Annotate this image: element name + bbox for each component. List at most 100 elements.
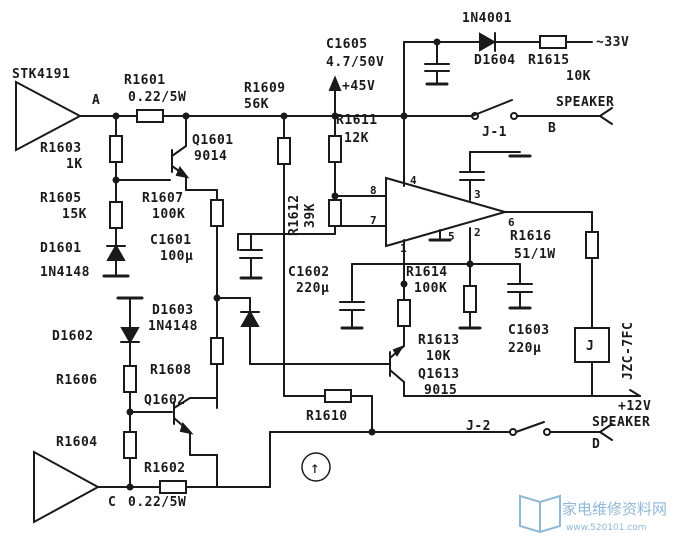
relay-contact-j2 [515, 421, 545, 433]
q1602-label: Q1602 [144, 393, 186, 408]
c1601-label: C1601 [150, 233, 192, 248]
ic-pin-1: 1 [400, 242, 407, 255]
r1607-value: 100K [152, 207, 185, 222]
r1614-value: 100K [414, 281, 447, 296]
r1609-value: 56K [244, 97, 269, 112]
c1603-label: C1603 [508, 323, 550, 338]
ic-pin-6: 6 [508, 216, 515, 229]
c1603-value: 220µ [508, 341, 541, 356]
stk4191-input-triangle-top [15, 80, 83, 152]
c1602-value: 220µ [296, 281, 329, 296]
r1615-resistor [539, 35, 567, 49]
r1616-value: 51/1W [514, 247, 556, 262]
r1613-resistor [397, 299, 411, 327]
r1603-value: 1K [66, 157, 83, 172]
supply-12v-label: +12V [618, 399, 651, 414]
ic-pin-3: 3 [474, 188, 481, 201]
d1604-type: 1N4001 [462, 11, 512, 26]
supply-33v-label: ~33V [596, 35, 629, 50]
node-a-label: A [92, 93, 100, 108]
r1601-resistor [136, 109, 164, 123]
r1607-label: R1607 [142, 191, 184, 206]
r1609-label: R1609 [244, 81, 286, 96]
r1608-label: R1608 [150, 363, 192, 378]
d1602-diode [120, 327, 140, 345]
watermark-cn: 家电维修资料网 [562, 500, 667, 518]
r1601-label: R1601 [124, 73, 166, 88]
r1616-label: R1616 [510, 229, 552, 244]
c1605-value: 4.7/50V [326, 55, 384, 70]
relay-contact-j1 [471, 99, 513, 117]
stk4191-input-triangle-bottom [33, 450, 101, 524]
supply-45v-label: +45V [342, 79, 375, 94]
ic-pin-4: 4 [410, 174, 417, 187]
relay-coil-label: J [586, 339, 594, 354]
r1605-value: 15K [62, 207, 87, 222]
circle-marker-glyph: ↑ [310, 458, 320, 477]
d1601-label: D1601 [40, 241, 82, 256]
d1603-label: D1603 [152, 303, 194, 318]
q1601-type: 9014 [194, 149, 227, 164]
r1606-label: R1606 [56, 373, 98, 388]
r1607-resistor [210, 199, 224, 227]
speaker1-label: SPEAKER [556, 95, 614, 110]
power-amp-ic [385, 176, 509, 248]
relay-j2-label: J-2 [466, 419, 491, 434]
r1602-label: R1602 [144, 461, 186, 476]
r1604-label: R1604 [56, 435, 98, 450]
d1601-diode [106, 243, 126, 261]
r1613-label: R1613 [418, 333, 460, 348]
q1613-type: 9015 [424, 383, 457, 398]
relay-model-label: JZC-7FC [621, 322, 636, 380]
r1612-resistor [277, 137, 291, 165]
r1605-resistor [109, 201, 123, 229]
r1611-resistor [328, 135, 342, 163]
r1603-label: R1603 [40, 141, 82, 156]
r1615-value: 10K [566, 69, 591, 84]
r1613-value: 10K [426, 349, 451, 364]
r1601-value: 0.22/5W [128, 90, 186, 105]
ic-pin-2: 2 [474, 226, 481, 239]
c1605-label: C1605 [326, 37, 368, 52]
d1604-label: D1604 [474, 53, 516, 68]
r1603-resistor [109, 135, 123, 163]
r1602-resistor [159, 480, 187, 494]
d1603-diode [240, 309, 260, 327]
speaker2-label: SPEAKER [592, 415, 650, 430]
r1614-label: R1614 [406, 265, 448, 280]
q1613-label: Q1613 [418, 367, 460, 382]
d1604-diode [479, 32, 497, 52]
node-c-label: C [108, 495, 116, 510]
r1614-resistor [463, 285, 477, 313]
watermark: 家电维修资料网 www.520101.com [519, 494, 667, 534]
stk4191-label: STK4191 [12, 67, 70, 82]
r1611-label: R1611 [336, 113, 378, 128]
reference-circle-marker [301, 452, 331, 482]
d1603-type: 1N4148 [148, 319, 198, 334]
r1615-label: R1615 [528, 53, 570, 68]
r1610-resistor [324, 389, 352, 403]
watermark-url: www.520101.com [566, 523, 647, 533]
c1601-value: 100µ [160, 249, 193, 264]
ic-pin-5: 5 [448, 230, 455, 243]
r1612-label: R1612 [287, 194, 302, 236]
q1601-label: Q1601 [192, 133, 234, 148]
r1616-resistor [585, 231, 599, 259]
r1611-value: 12K [344, 131, 369, 146]
relay-j1-label: J-1 [482, 125, 507, 140]
ic-pin-7: 7 [370, 214, 377, 227]
c1602-label: C1602 [288, 265, 330, 280]
r1608-resistor [210, 337, 224, 365]
r1602-value: 0.22/5W [128, 495, 186, 510]
r1610-label: R1610 [306, 409, 348, 424]
d1602-label: D1602 [52, 329, 94, 344]
ic-pin-8: 8 [370, 184, 377, 197]
r1606-resistor [123, 365, 137, 393]
r1612-value: 39K [303, 203, 318, 228]
r1605-label: R1605 [40, 191, 82, 206]
r1604-resistor [123, 431, 137, 459]
node-b-label: B [548, 121, 556, 136]
node-d-label: D [592, 437, 600, 452]
d1601-type: 1N4148 [40, 265, 90, 280]
